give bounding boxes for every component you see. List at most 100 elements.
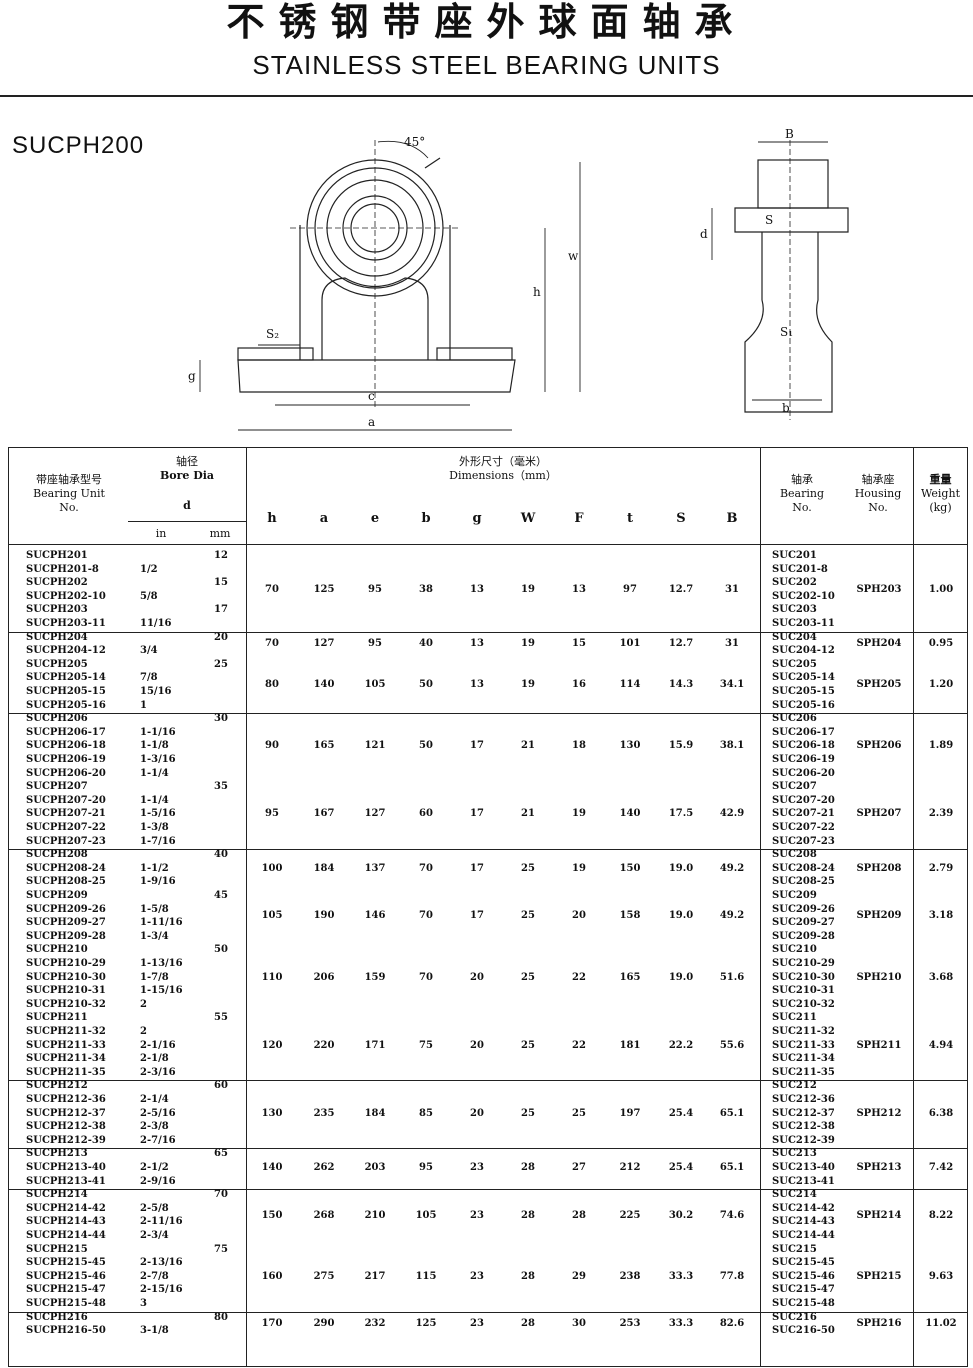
dim-w: 28	[521, 1318, 535, 1330]
dim-t: 150	[619, 862, 641, 874]
dim-b: 65.1	[719, 1162, 745, 1173]
bore-in: 2-1/16	[140, 1039, 176, 1051]
unit-no: SUCPH211-33	[26, 1039, 106, 1051]
dim-b: 75	[419, 1039, 433, 1051]
bore-mm: 40	[214, 849, 228, 861]
bearing-no: SUC215-48	[772, 1298, 835, 1309]
row-separator	[8, 1311, 968, 1313]
weight-kg: 1.89	[928, 740, 954, 752]
unit-no: SUCPH213-40	[26, 1162, 106, 1173]
hdr-weight-en: Weight	[921, 487, 960, 500]
unit-no: SUCPH210-32	[26, 998, 106, 1010]
dim-f: 22	[572, 971, 586, 983]
hdr-dim-cn: 外形尺寸（毫米）	[459, 455, 547, 468]
dim-f: 15	[572, 638, 586, 650]
bore-in: 15/16	[140, 686, 172, 697]
unit-no: SUCPH202-10	[26, 590, 106, 602]
dim-g: 17	[470, 910, 484, 922]
dim-h: 100	[261, 862, 283, 874]
weight-kg: 1.20	[928, 679, 954, 691]
dim-w: 25	[521, 910, 535, 922]
dim-a: 167	[313, 808, 335, 820]
label-a: a	[368, 415, 375, 429]
weight-kg: 1.00	[928, 584, 954, 595]
dim-e: 184	[364, 1107, 386, 1119]
housing-no: SPH216	[856, 1318, 902, 1330]
dim-s: 19.0	[668, 971, 694, 983]
dim-a: 140	[313, 679, 335, 691]
dim-g: 23	[470, 1318, 484, 1330]
hdr-col-w: W	[520, 511, 536, 526]
label-s2: S₂	[266, 327, 279, 341]
housing-no: SPH213	[856, 1162, 902, 1173]
dim-w: 21	[521, 740, 535, 752]
bore-in: 11/16	[140, 618, 172, 629]
unit-no: SUCPH203-11	[26, 618, 106, 629]
label-g: g	[188, 369, 196, 383]
dim-g: 23	[470, 1162, 484, 1173]
dim-t: 140	[619, 808, 641, 820]
hdr-housing-cn: 轴承座	[861, 473, 895, 486]
bearing-no: SUC215-46	[772, 1270, 835, 1282]
dim-b: 95	[419, 1162, 433, 1173]
unit-no: SUCPH214-43	[26, 1216, 106, 1228]
hdr-bearing-en: Bearing	[779, 487, 825, 500]
hdr-bearing-cn: 轴承	[791, 473, 813, 486]
hdr-col-a: a	[319, 511, 329, 526]
dim-b: 82.6	[719, 1318, 745, 1330]
bearing-no: SUC214-44	[772, 1230, 835, 1241]
bearing-no: SUC213	[772, 1148, 817, 1160]
page-title-cn: 不锈钢带座外球面轴承	[226, 0, 747, 44]
dim-h: 110	[261, 971, 283, 983]
dim-w: 25	[521, 862, 535, 874]
unit-no: SUCPH205-14	[26, 672, 106, 684]
weight-kg: 9.63	[928, 1270, 954, 1282]
bore-in: 1-1/4	[140, 767, 169, 779]
bearing-no: SUC209-28	[772, 930, 835, 942]
hdr-housing-en: Housing	[854, 487, 902, 500]
unit-no: SUCPH211	[26, 1012, 88, 1024]
dim-w: 28	[521, 1162, 535, 1173]
bearing-no: SUC207-21	[772, 808, 835, 820]
dim-s: 33.3	[668, 1318, 694, 1330]
bore-in: 1-1/2	[140, 862, 169, 874]
hdr-unit-no: No.	[59, 501, 79, 514]
dim-a: 165	[313, 740, 335, 752]
dim-s: 12.7	[668, 584, 694, 595]
hdr-col-e: e	[370, 511, 380, 526]
bore-in: 1-9/16	[140, 876, 176, 888]
unit-no: SUCPH215-47	[26, 1284, 106, 1296]
dim-b: 85	[419, 1107, 433, 1119]
bearing-no: SUC214-42	[772, 1202, 835, 1214]
bearing-no: SUC205-15	[772, 686, 835, 697]
bearing-no: SUC212	[772, 1080, 817, 1092]
bore-in: 1-5/8	[140, 903, 169, 915]
unit-no: SUCPH209-28	[26, 930, 106, 942]
dim-h: 90	[265, 740, 279, 752]
dim-h: 70	[265, 638, 279, 650]
unit-no: SUCPH205-16	[26, 699, 106, 711]
bearing-no: SUC211	[772, 1012, 817, 1024]
housing-no: SPH205	[856, 679, 902, 691]
bore-mm: 75	[214, 1243, 228, 1255]
label-45deg: 45°	[404, 135, 425, 149]
dim-b: 49.2	[719, 862, 745, 874]
dim-a: 190	[313, 910, 335, 922]
bore-in: 2-1/4	[140, 1094, 169, 1105]
bearing-no: SUC214	[772, 1189, 817, 1201]
unit-no: SUCPH210-31	[26, 985, 106, 997]
unit-no: SUCPH210	[26, 944, 88, 956]
hdr-bore-en: Bore Dia	[159, 469, 215, 482]
bearing-no: SUC210-29	[772, 958, 835, 969]
unit-no: SUCPH213	[26, 1148, 88, 1160]
bore-mm: 15	[214, 577, 228, 589]
unit-no: SUCPH212-38	[26, 1121, 106, 1133]
label-B: B	[785, 127, 794, 141]
dim-e: 232	[364, 1318, 386, 1330]
unit-no: SUCPH208	[26, 849, 88, 861]
dim-b: 70	[419, 862, 433, 874]
bore-in: 1-13/16	[140, 958, 183, 969]
dim-f: 27	[572, 1162, 586, 1173]
bearing-no: SUC208-25	[772, 876, 835, 888]
row-separator	[8, 713, 968, 715]
